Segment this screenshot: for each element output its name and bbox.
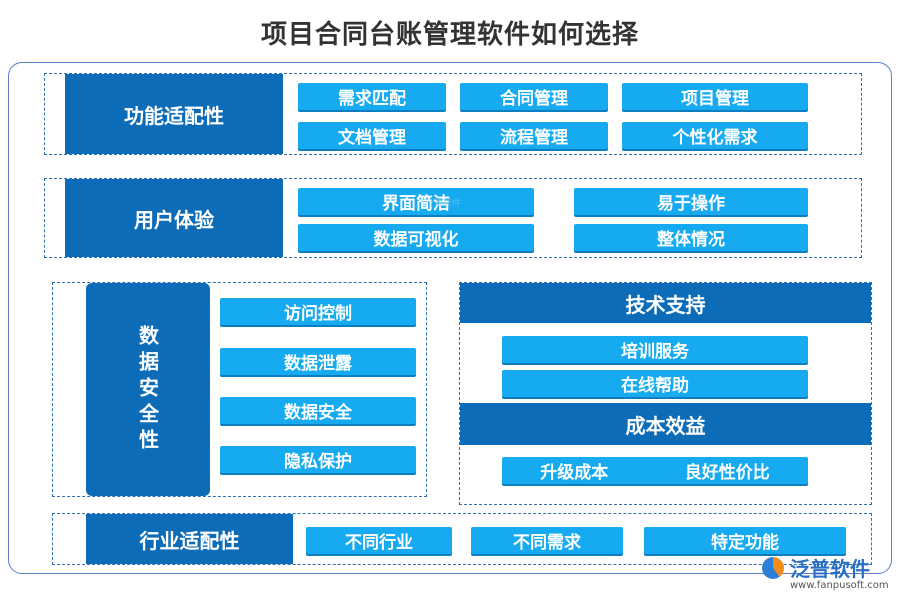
industry-header: 行业适配性 — [86, 514, 293, 564]
user-experience-section — [44, 178, 862, 258]
specific-function-chip: 特定功能 — [644, 527, 846, 554]
different-industry-chip: 不同行业 — [306, 527, 452, 554]
cost-benefit-chip: 升级成本 良好性价比 — [502, 457, 808, 484]
support-cost-section — [459, 282, 872, 505]
industry-section — [52, 513, 872, 565]
data-security-header: 数据安全性 — [86, 283, 210, 496]
outer-frame — [8, 62, 892, 574]
project-management-chip: 项目管理 — [622, 83, 808, 110]
personalized-requirement-chip: 个性化需求 — [622, 122, 808, 149]
privacy-protection-chip: 隐私保护 — [220, 446, 416, 473]
simple-interface-chip: 界面简洁 — [298, 188, 534, 215]
overall-situation-chip: 整体情况 — [574, 224, 808, 251]
data-visualization-chip: 数据可视化 — [298, 224, 534, 251]
functional-section — [44, 73, 862, 155]
requirement-match-chip: 需求匹配 — [298, 83, 446, 110]
page-title: 项目合同台账管理软件如何选择 — [260, 20, 639, 50]
process-management-chip: 流程管理 — [460, 122, 608, 149]
data-leak-chip: 数据泄露 — [220, 348, 416, 375]
brand-logo: 泛普软件 — [762, 553, 870, 582]
logo-url: www.fanpusoft.com — [790, 580, 889, 591]
user-experience-header: 用户体验 — [65, 179, 283, 257]
easy-operation-chip: 易于操作 — [574, 188, 808, 215]
upgrade-cost-label: 升级成本 — [540, 463, 609, 483]
logo-text: 泛普软件 — [790, 557, 870, 581]
functional-header: 功能适配性 — [65, 74, 283, 154]
data-safety-chip: 数据安全 — [220, 397, 416, 424]
access-control-chip: 访问控制 — [220, 298, 416, 325]
training-service-chip: 培训服务 — [502, 336, 808, 363]
different-requirement-chip: 不同需求 — [471, 527, 623, 554]
watermark: 泛普软件 — [425, 199, 462, 209]
data-security-section — [52, 282, 427, 497]
online-help-chip: 在线帮助 — [502, 370, 808, 397]
tech-support-header: 技术支持 — [460, 283, 871, 323]
contract-management-chip: 合同管理 — [460, 83, 608, 110]
logo-mark-icon — [762, 556, 784, 579]
good-value-label: 良好性价比 — [684, 463, 770, 483]
document-management-chip: 文档管理 — [298, 122, 446, 149]
cost-benefit-header: 成本效益 — [460, 403, 871, 445]
